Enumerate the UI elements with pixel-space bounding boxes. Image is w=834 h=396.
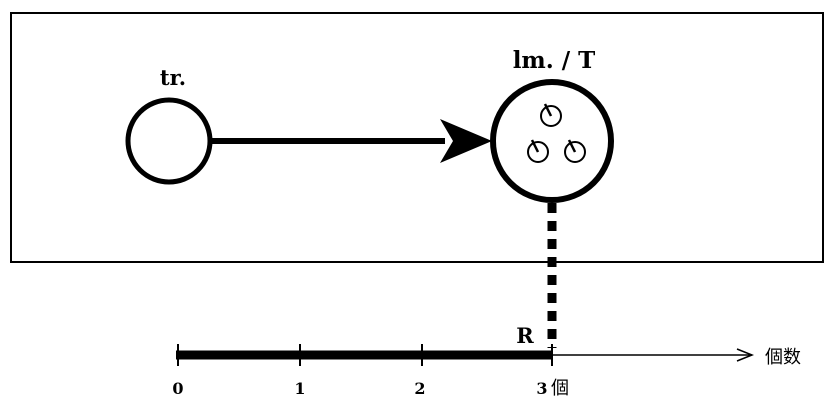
tick-unit-label: 個 xyxy=(551,378,569,396)
tick-label: 2 xyxy=(414,379,425,396)
tick-label: 0 xyxy=(172,379,183,396)
source-circle xyxy=(125,97,213,185)
item-icon xyxy=(527,139,549,163)
tick-label: 3 xyxy=(536,379,547,396)
item-icon xyxy=(564,139,586,163)
tick-label: 1 xyxy=(294,379,305,396)
marker-label: R xyxy=(516,323,534,348)
source-label: tr. xyxy=(160,65,186,90)
axis-unit-label: 個数 xyxy=(765,347,801,368)
axis-arrowhead xyxy=(736,348,755,362)
target-circle xyxy=(490,79,614,203)
transfer-arrowhead xyxy=(440,119,492,163)
item-icon xyxy=(540,103,562,127)
diagram-frame xyxy=(10,12,824,263)
target-label: lm. / T xyxy=(513,47,596,74)
